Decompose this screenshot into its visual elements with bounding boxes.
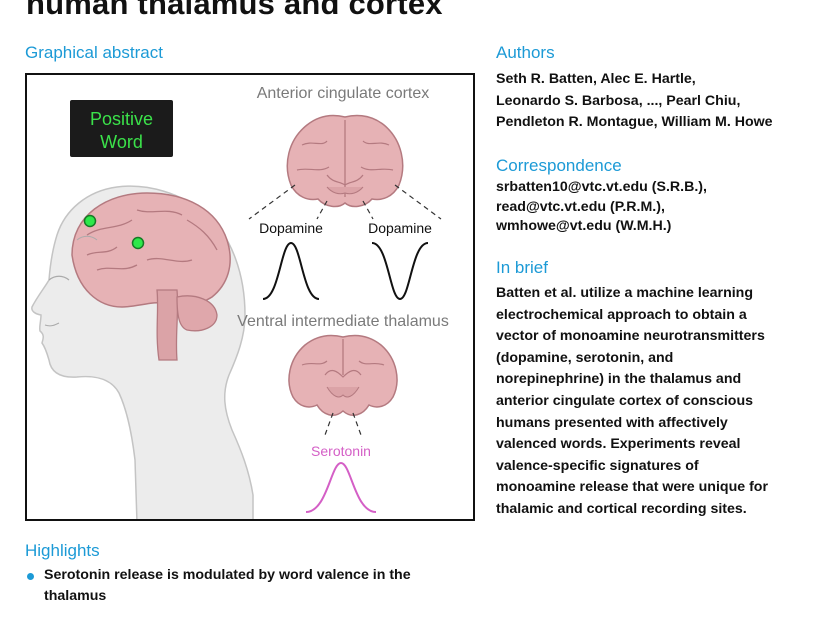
authors-heading: Authors: [496, 43, 555, 62]
sagittal-brain: [71, 192, 231, 308]
cerebellum: [176, 295, 218, 332]
correspondence-email-link[interactable]: srbatten10@vtc.vt.edu (S.R.B.),: [496, 179, 707, 195]
in-brief-line: thalamic and cortical recording sites.: [496, 500, 747, 517]
electrode-acc-marker: [83, 214, 97, 228]
in-brief-line: monoamine release that were unique for: [496, 479, 768, 496]
correspondence-heading: Correspondence: [496, 156, 622, 175]
in-brief-line: valenced words. Experiments reveal: [496, 436, 741, 453]
authors-list: Seth R. Batten, Alec E. Hartle, Leonardo…: [496, 69, 773, 134]
in-brief-heading: In brief: [496, 258, 548, 277]
authors-line: Leonardo S. Barbosa, ..., Pearl Chiu,: [496, 92, 741, 109]
region-thalamus-label: Ventral intermediate thalamus: [237, 313, 449, 330]
in-brief-text: Batten et al. utilize a machine learning…: [496, 283, 768, 521]
highlight-line: thalamus: [44, 588, 107, 604]
authors-line: Seth R. Batten, Alec E. Hartle,: [496, 71, 696, 87]
in-brief-line: Batten et al. utilize a machine learning: [496, 285, 754, 301]
in-brief-line: valence-specific signatures of: [496, 457, 699, 474]
signal-bottom-label: Serotonin: [311, 443, 371, 459]
in-brief-line: norepinephrine) in the thalamus and: [496, 371, 742, 388]
in-brief-line: (dopamine, serotonin, and: [496, 349, 674, 366]
in-brief-line: electrochemical approach to obtain a: [496, 306, 747, 323]
highlights-heading: Highlights: [25, 541, 100, 560]
serotonin-trace: [305, 461, 377, 513]
in-brief-line: anterior cingulate cortex of conscious: [496, 392, 754, 409]
region-acc-label: Anterior cingulate cortex: [257, 85, 430, 102]
graphical-abstract-heading: Graphical abstract: [25, 43, 163, 62]
dopamine-decrease-trace: [371, 242, 429, 301]
signal-right-label: Dopamine: [368, 220, 432, 236]
in-brief-line: humans presented with affectively: [496, 414, 728, 431]
highlight-item: Serotonin release is modulated by word v…: [24, 565, 411, 607]
signal-left-label: Dopamine: [259, 220, 323, 236]
highlights-list: Serotonin release is modulated by word v…: [24, 565, 411, 607]
article-title: human thalamus and cortex: [26, 0, 443, 21]
coronal-brain-acc: [286, 114, 404, 208]
stimulus-label-line2: Word: [100, 132, 143, 152]
authors-line: Pendleton R. Montague, William M. Howe: [496, 114, 773, 131]
bullet-icon: [27, 573, 34, 580]
brainstem: [156, 289, 179, 361]
highlight-line: Serotonin release is modulated by word v…: [44, 567, 411, 583]
dopamine-increase-trace: [262, 241, 320, 300]
correspondence-email-link[interactable]: read@vtc.vt.edu (P.R.M.),: [496, 198, 665, 215]
stimulus-label-line1: Positive: [90, 109, 153, 129]
coronal-brain-thalamus: [288, 334, 398, 416]
stimulus-box: [70, 100, 173, 157]
correspondence-list: srbatten10@vtc.vt.edu (S.R.B.), read@vtc…: [496, 178, 707, 237]
correspondence-email-link[interactable]: wmhowe@vt.edu (W.M.H.): [496, 218, 672, 234]
electrode-thalamus-marker: [131, 236, 145, 250]
graphical-abstract-figure: Positive Word Anterior cingulate cortex …: [25, 73, 475, 521]
in-brief-line: vector of monoamine neurotransmitters: [496, 328, 765, 345]
